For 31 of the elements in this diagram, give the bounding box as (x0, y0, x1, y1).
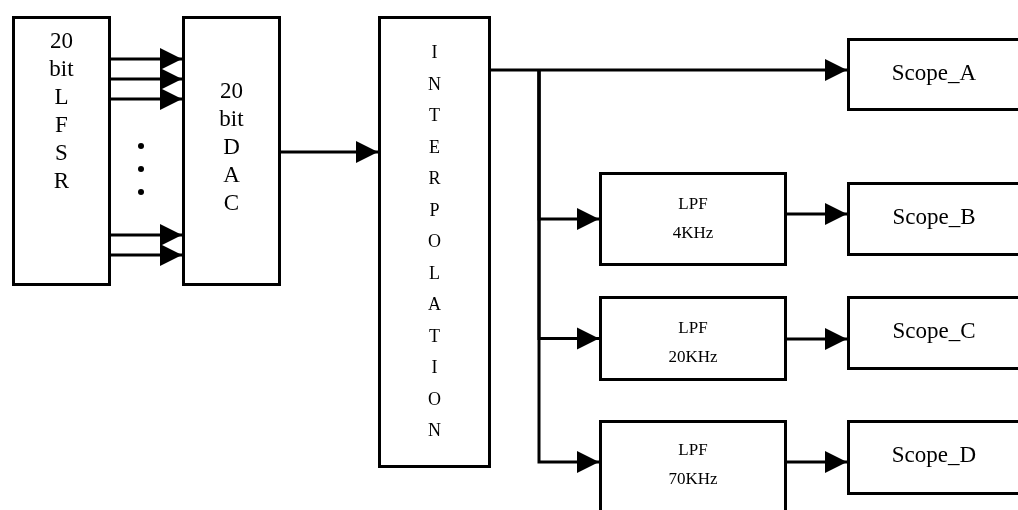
arrow (787, 203, 847, 225)
block-box (599, 296, 787, 381)
block-label: LPF 4KHz (671, 193, 715, 244)
block-box (378, 16, 491, 468)
block-label: 20 bit D A C (218, 77, 245, 217)
arrow (111, 244, 182, 266)
block-box (847, 38, 1018, 111)
block-box (12, 16, 111, 286)
block-box (599, 172, 787, 266)
block-label: 20 bit L F S R (48, 27, 75, 195)
arrow (111, 68, 182, 90)
block-box (847, 182, 1018, 256)
block-label: LPF 20KHz (667, 317, 719, 368)
arrow (111, 88, 182, 110)
block-box (847, 420, 1018, 495)
block-label: Scope_D (890, 441, 978, 469)
arrow (491, 59, 847, 81)
arrow (111, 48, 182, 70)
block-box (847, 296, 1018, 370)
arrow (111, 224, 182, 246)
block-label: Scope_B (891, 203, 977, 231)
arrow (787, 451, 847, 473)
block-label: Scope_A (890, 59, 978, 87)
arrow (537, 70, 599, 473)
block-label: I N T E R P O L A T I O N (427, 41, 442, 442)
block-box (599, 420, 787, 510)
block-box (182, 16, 281, 286)
arrow (787, 328, 847, 350)
block-label: Scope_C (891, 317, 977, 345)
block-label: LPF 70KHz (667, 439, 719, 490)
arrow (281, 141, 378, 163)
